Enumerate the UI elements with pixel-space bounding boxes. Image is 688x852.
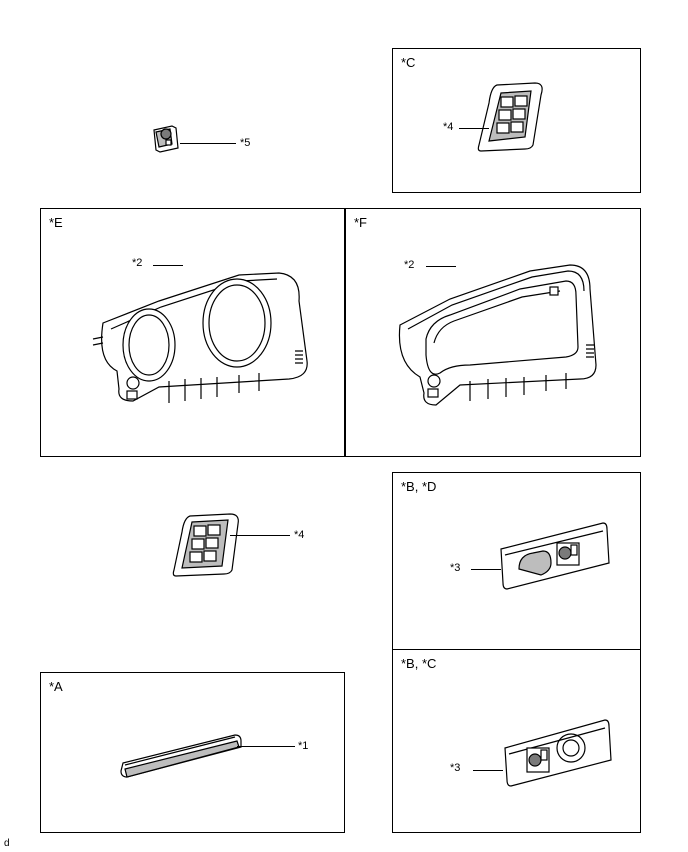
panel-b-d: *B, *D *3: [392, 472, 641, 650]
switch-assembly-4-illustration: [477, 82, 543, 152]
leader-4-top: [459, 128, 489, 129]
panel-e-label: *E: [49, 215, 63, 230]
figure-id: d: [4, 838, 10, 849]
callout-3-bc: *3: [450, 762, 461, 774]
callout-4-top: *4: [443, 121, 454, 133]
callout-3-bd: *3: [450, 562, 461, 574]
leader-3-bd: [471, 569, 501, 570]
meter-hood-single-screen-illustration: [398, 264, 597, 406]
panel-a: *A *1: [40, 672, 345, 833]
callout-2-e: *2: [132, 257, 143, 269]
meter-hood-twin-gauge-illustration: [92, 272, 308, 403]
callout-4-mid: *4: [294, 529, 305, 541]
panel-c-top: *C *4: [392, 48, 641, 193]
leader-2-f: [426, 266, 456, 267]
switch-assembly-4-mid-illustration: [172, 513, 239, 577]
panel-f: *F *2: [345, 208, 641, 457]
leader-3-bc: [473, 770, 503, 771]
leader-4-mid: [230, 535, 290, 536]
leader-2-e: [153, 265, 183, 266]
panel-c-top-label: *C: [401, 55, 416, 70]
part-5-switch-illustration: [153, 125, 179, 153]
garnish-1-illustration: [120, 734, 242, 778]
panel-e: *E *2: [40, 208, 345, 457]
panel-f-label: *F: [354, 215, 367, 230]
callout-2-f: *2: [404, 259, 415, 271]
panel-b-c-label: *B, *C: [401, 656, 437, 671]
switch-base-3-variant-illustration: [504, 719, 612, 787]
panel-b-d-label: *B, *D: [401, 479, 437, 494]
switch-base-3-illustration: [500, 522, 610, 590]
leader-5: [180, 143, 236, 144]
leader-1: [237, 746, 295, 747]
panel-a-label: *A: [49, 679, 63, 694]
callout-1: *1: [298, 740, 309, 752]
callout-5: *5: [240, 137, 251, 149]
panel-b-c: *B, *C *3: [392, 649, 641, 833]
